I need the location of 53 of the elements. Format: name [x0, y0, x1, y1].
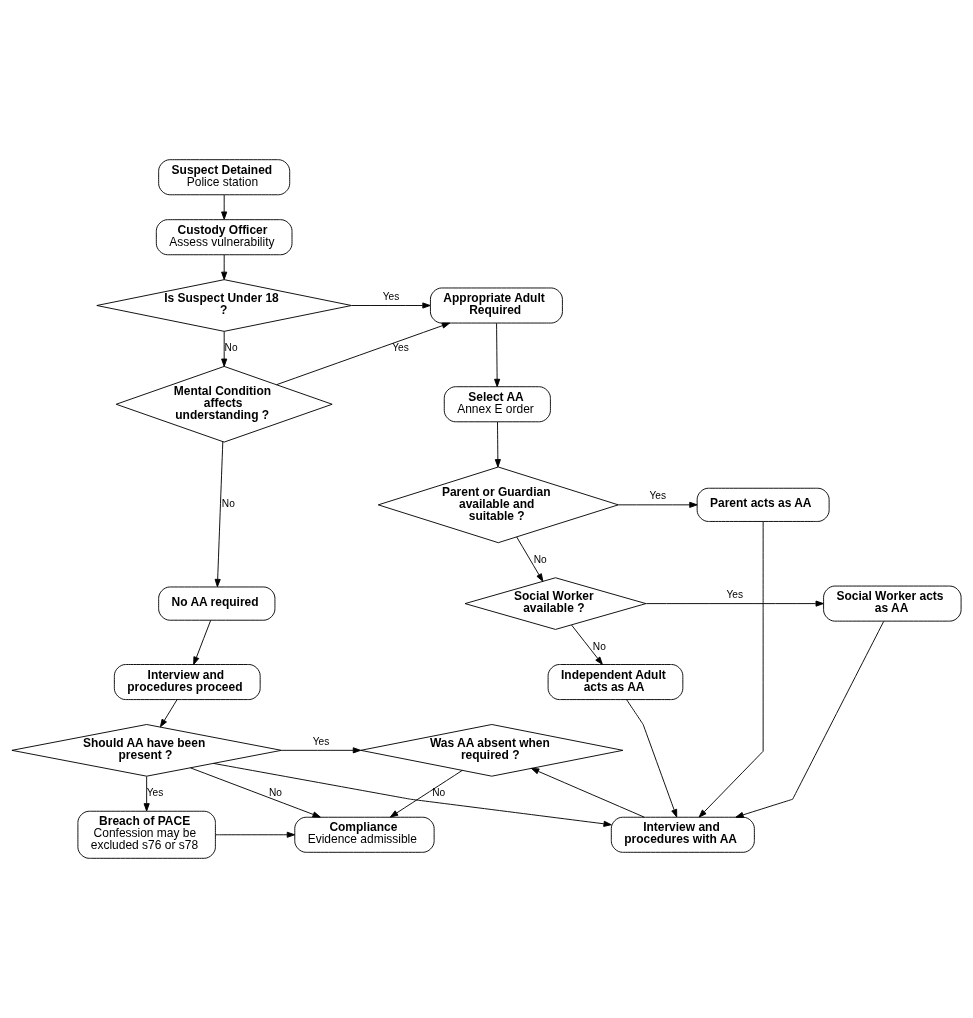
arrow	[215, 831, 296, 838]
arrow	[516, 536, 544, 582]
node-box: Suspect Detained Police station	[158, 159, 291, 196]
arrow	[221, 330, 228, 367]
arrow	[494, 322, 501, 388]
node-box: Interview and procedures proceed	[113, 664, 261, 701]
arrow	[276, 322, 451, 386]
node-box: Breach of PACE Confession may be excluded s76 or s78	[77, 810, 216, 859]
arrow	[221, 194, 228, 220]
edge-label: No	[592, 640, 606, 652]
arrow	[698, 521, 764, 818]
arrow	[281, 747, 362, 754]
arrow	[494, 421, 501, 468]
edge-label: No	[268, 787, 282, 799]
edge-label: No	[221, 498, 235, 510]
edge-label: Yes	[649, 490, 666, 502]
arrow	[530, 767, 645, 818]
edge-label: No	[432, 787, 446, 799]
edge-label: Yes	[382, 290, 400, 302]
node-box: Appropriate Adult Required	[430, 287, 563, 324]
edge-label: Yes	[392, 342, 409, 354]
arrow	[190, 767, 321, 818]
node-diamond: Parent or Guardian available and suitable ?	[377, 466, 619, 544]
edge-label: Yes	[146, 787, 164, 799]
arrow	[735, 621, 885, 818]
arrow	[389, 769, 463, 818]
edge-label: Yes	[312, 735, 330, 747]
node-box: Independent Adult acts as AA	[547, 664, 684, 701]
edge-label: Yes	[726, 588, 744, 600]
node-box: No AA required	[158, 586, 276, 621]
arrow	[617, 501, 698, 508]
node-diamond: Mental Condition affects understanding ?	[115, 365, 333, 443]
arrow	[143, 776, 150, 812]
node-box: Social Worker acts as AA	[823, 585, 962, 622]
node-diamond: Social Worker available ?	[464, 577, 647, 630]
arrow	[645, 600, 824, 607]
edge-label: No	[533, 553, 547, 565]
node-box: Compliance Evidence admissible	[294, 816, 435, 853]
node-box: Parent acts as AA	[696, 487, 830, 522]
arrow	[221, 254, 228, 280]
edge-label: No	[224, 342, 238, 354]
node-box: Select AA Annex E order	[443, 386, 551, 423]
arrow	[214, 441, 224, 588]
arrow	[213, 762, 612, 827]
node-diamond: Is Suspect Under 18 ?	[96, 279, 352, 332]
arrow	[571, 624, 603, 665]
arrow	[193, 619, 212, 665]
node-box: Custody Officer Assess vulnerability	[155, 219, 293, 256]
arrow	[626, 699, 678, 818]
arrow	[351, 302, 431, 309]
node-diamond: Should AA have been present ?	[11, 724, 282, 777]
arrow	[159, 699, 178, 728]
node-box: Interview and procedures with AA	[610, 816, 755, 853]
